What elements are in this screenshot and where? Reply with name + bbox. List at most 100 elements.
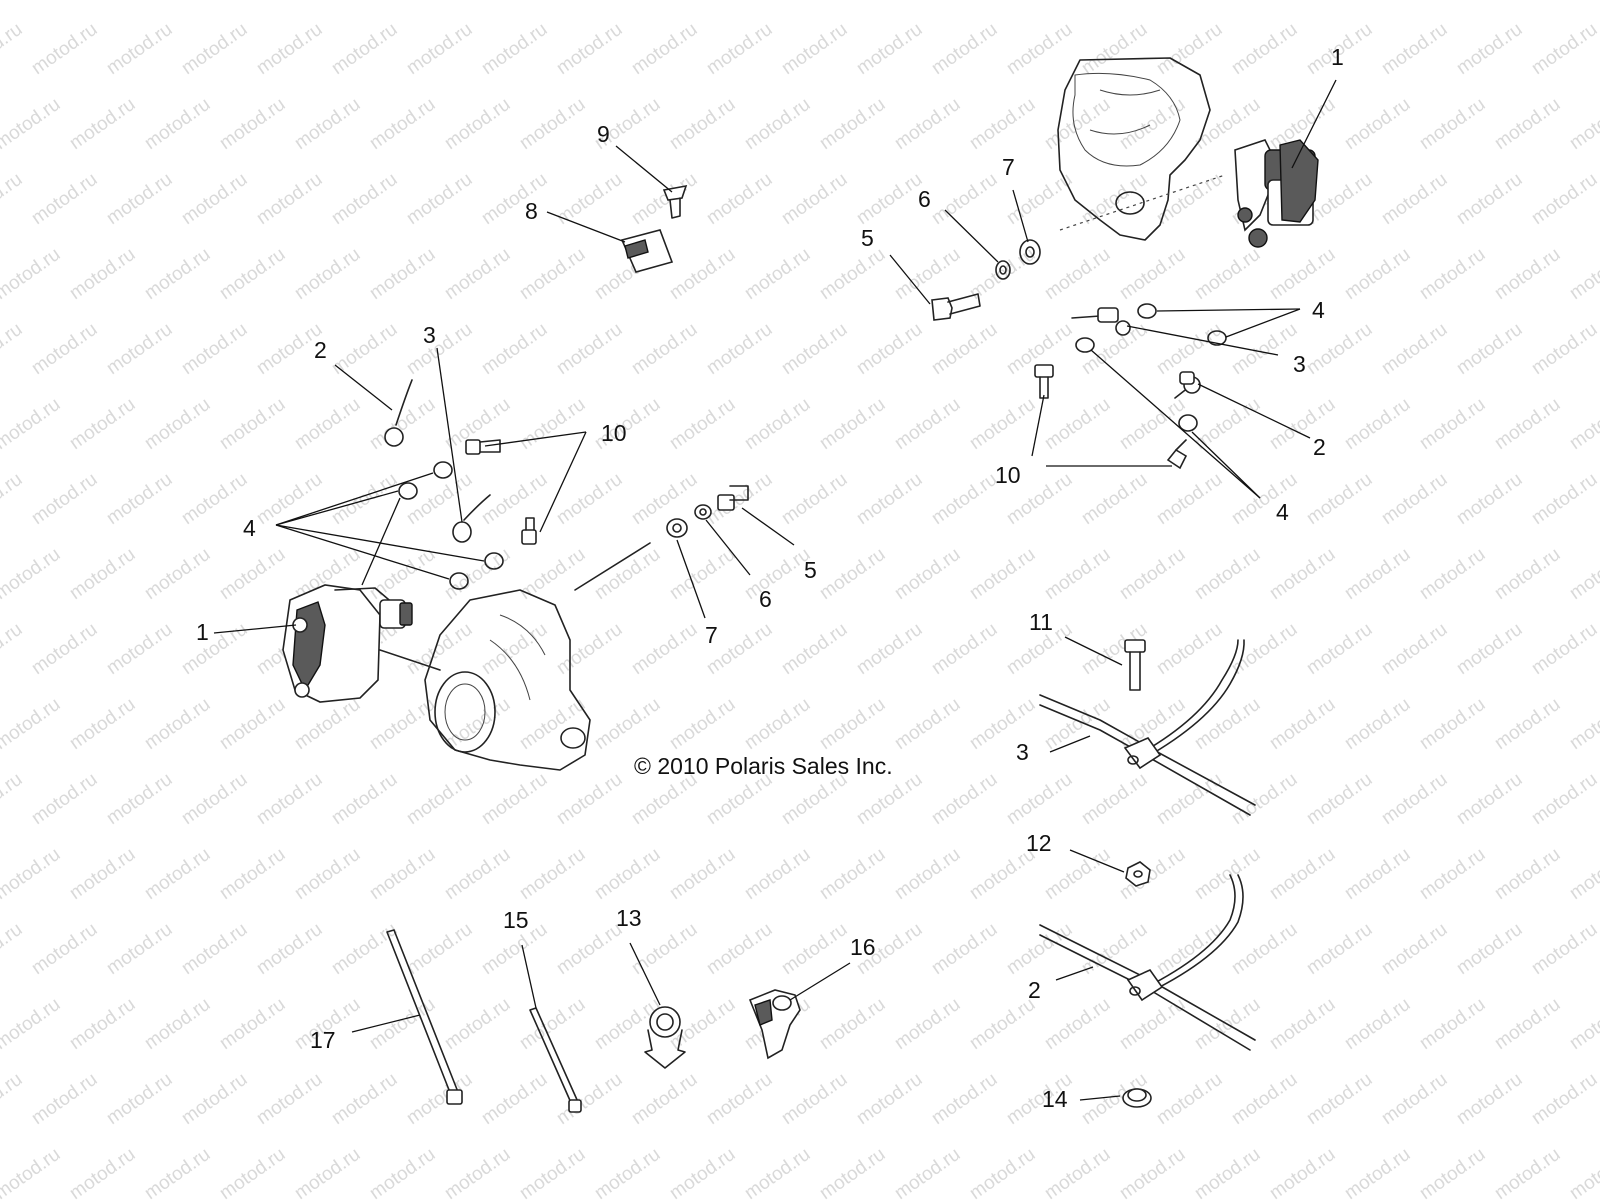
watermark-text: motod.ru [28,319,101,379]
watermark-text: motod.ru [1153,1069,1226,1129]
watermark-text: motod.ru [1416,544,1489,604]
watermark-text: motod.ru [0,694,64,754]
watermark-text: motod.ru [1491,244,1564,304]
watermark-text: motod.ru [1078,769,1151,829]
clip-8 [620,229,674,273]
watermark-text: motod.ru [253,919,326,979]
watermark-text: motod.ru [928,319,1001,379]
watermark-text: motod.ru [441,544,514,604]
watermark-text: motod.ru [778,919,851,979]
watermark-text: motod.ru [816,94,889,154]
watermark-text: motod.ru [891,844,964,904]
watermark-text: motod.ru [1341,544,1414,604]
watermark-text: motod.ru [1566,94,1600,154]
watermark-text: motod.ru [178,169,251,229]
callout-11: 11 [1029,609,1053,635]
watermark-text: motod.ru [1528,319,1600,379]
watermark-text: motod.ru [478,319,551,379]
watermark-text: motod.ru [628,19,701,79]
watermark-text: motod.ru [0,19,26,79]
watermark-text: motod.ru [1228,1069,1301,1129]
watermark-text: motod.ru [1303,469,1376,529]
watermark-text: motod.ru [1116,244,1189,304]
cable-assembly-upper [1039,639,1256,816]
watermark-text: motod.ru [403,1069,476,1129]
watermark-text: motod.ru [1003,769,1076,829]
watermark-text: motod.ru [0,544,64,604]
watermark-text: motod.ru [1528,19,1600,79]
watermark-text: motod.ru [478,1069,551,1129]
watermark-text: motod.ru [1491,544,1564,604]
callout-4: 4 [1312,297,1325,323]
watermark-text: motod.ru [216,1144,289,1200]
watermark-text: motod.ru [253,169,326,229]
bolt-upper-10b [1166,439,1188,470]
watermark-text: motod.ru [366,94,439,154]
watermark-text: motod.ru [328,19,401,79]
watermark-text: motod.ru [0,319,26,379]
watermark-text: motod.ru [1003,919,1076,979]
watermark-text: motod.ru [216,394,289,454]
watermark-text: motod.ru [1566,0,1600,4]
watermark-text: motod.ru [1416,1144,1489,1200]
watermark-text: motod.ru [141,844,214,904]
watermark-text: motod.ru [853,469,926,529]
watermark-text: motod.ru [1566,844,1600,904]
watermark-text: motod.ru [816,394,889,454]
watermark-text: motod.ru [328,919,401,979]
watermark-text: motod.ru [1378,319,1451,379]
watermark-text: motod.ru [1191,544,1264,604]
watermark-text: motod.ru [666,994,739,1054]
watermark-text: motod.ru [28,1069,101,1129]
watermark-text: motod.ru [928,769,1001,829]
watermark-text: motod.ru [441,0,514,4]
washer-upper-7 [1019,239,1041,265]
watermark-text: motod.ru [666,244,739,304]
watermark-text: motod.ru [1341,694,1414,754]
watermark-text: motod.ru [178,19,251,79]
watermark-text: motod.ru [1228,619,1301,679]
watermark-text: motod.ru [628,169,701,229]
watermark-text: motod.ru [28,19,101,79]
watermark-text: motod.ru [216,244,289,304]
watermark-text: motod.ru [178,1069,251,1129]
callout-labels: 1 1 2 2 2 3 3 3 4 4 4 5 5 6 6 7 7 8 9 10… [196,44,1344,1112]
watermark-text: motod.ru [1266,844,1339,904]
callout-6: 6 [918,186,931,212]
watermark-text: motod.ru [103,169,176,229]
watermark-text: motod.ru [66,694,139,754]
watermark-text: motod.ru [28,919,101,979]
watermark-text: motod.ru [1153,19,1226,79]
watermark-text: motod.ru [553,319,626,379]
watermark-text: motod.ru [1228,769,1301,829]
watermark-text: motod.ru [666,694,739,754]
washers-upper-4 [1075,303,1227,432]
watermark-text: motod.ru [666,94,739,154]
callout-1: 1 [1331,44,1344,70]
watermark-text: motod.ru [403,919,476,979]
watermark-text: motod.ru [666,0,739,4]
clip-16 [748,989,801,1060]
watermark-text: motod.ru [1228,919,1301,979]
watermark-text: motod.ru [1528,169,1600,229]
watermark-text: motod.ru [441,1144,514,1200]
watermark-text: motod.ru [703,169,776,229]
watermark-text: motod.ru [816,844,889,904]
watermark-text: motod.ru [891,1144,964,1200]
watermark-text: motod.ru [66,994,139,1054]
callout-2: 2 [314,337,327,363]
watermark-text: motod.ru [1341,1144,1414,1200]
watermark-text: motod.ru [366,844,439,904]
watermark-text: motod.ru [928,169,1001,229]
watermark-text: motod.ru [178,919,251,979]
callout-15: 15 [503,907,529,933]
watermark-text: motod.ru [1303,319,1376,379]
watermark-text: motod.ru [891,994,964,1054]
watermark-text: motod.ru [1566,694,1600,754]
bolt-left-10b [521,517,537,545]
watermark-text: motod.ru [0,844,64,904]
watermark-text: motod.ru [28,169,101,229]
watermark-text: motod.ru [628,319,701,379]
watermark-text: motod.ru [666,844,739,904]
watermark-text: motod.ru [1453,469,1526,529]
